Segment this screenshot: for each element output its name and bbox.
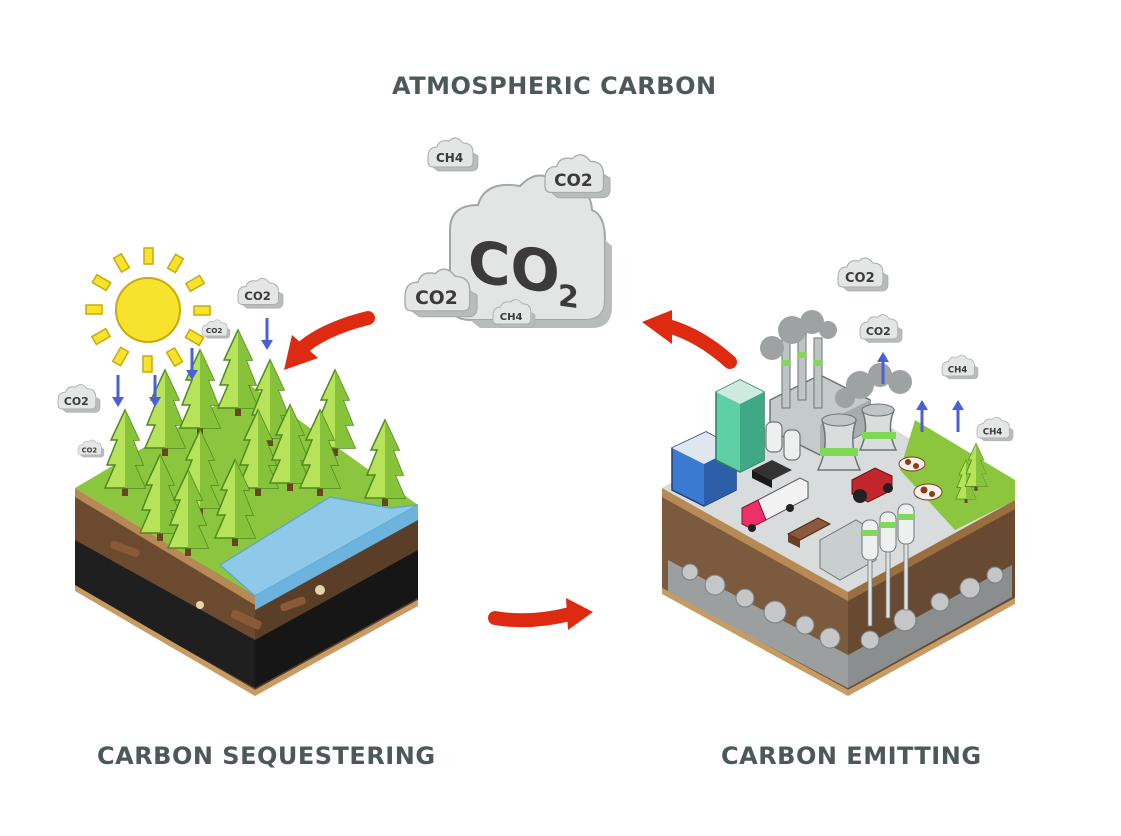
co2-cloud-icon: CO2 bbox=[837, 257, 889, 292]
carbon-sequestering-label: CARBON SEQUESTERING bbox=[97, 742, 436, 770]
svg-text:CH4: CH4 bbox=[436, 151, 463, 165]
co2-cloud-icon: CO2 bbox=[404, 268, 478, 318]
svg-text:CH4: CH4 bbox=[948, 365, 968, 375]
arrow-icon bbox=[642, 310, 737, 369]
atmospheric-clouds: CO 2 CO2 CO2 CH4 CH4 bbox=[404, 137, 612, 328]
ch4-cloud-icon: CH4 bbox=[492, 299, 536, 328]
svg-text:CO2: CO2 bbox=[82, 446, 98, 454]
up-arrow-icon bbox=[950, 398, 966, 434]
svg-text:CH4: CH4 bbox=[983, 427, 1003, 437]
cycle-arrows bbox=[284, 310, 737, 630]
truck-icon bbox=[741, 477, 809, 532]
carbon-emitting-label: CARBON EMITTING bbox=[721, 742, 982, 770]
svg-text:CO2: CO2 bbox=[244, 289, 271, 303]
svg-text:CO2: CO2 bbox=[845, 271, 875, 286]
cow-icon bbox=[898, 456, 943, 501]
tree-icon bbox=[964, 443, 988, 492]
car-icon bbox=[752, 460, 792, 488]
emitting-block: CO2 CO2 CH4 CH4 bbox=[662, 257, 1015, 696]
co2-cloud-icon: CO2 bbox=[77, 439, 105, 458]
svg-text:CO: CO bbox=[468, 227, 560, 308]
svg-text:CO2: CO2 bbox=[415, 288, 458, 309]
arrow-icon bbox=[284, 311, 375, 370]
svg-text:CO2: CO2 bbox=[206, 326, 223, 335]
down-arrow-icon bbox=[110, 373, 126, 409]
co2-cloud-icon: CO2 bbox=[544, 154, 611, 199]
atmospheric-carbon-label: ATMOSPHERIC CARBON bbox=[392, 72, 717, 100]
co2-cloud-icon: CO2 bbox=[237, 277, 284, 309]
smoke-icon bbox=[760, 310, 912, 408]
svg-text:CO2: CO2 bbox=[64, 395, 89, 408]
co2-cloud-icon: CO2 bbox=[201, 319, 231, 339]
pickup-truck-icon bbox=[786, 517, 832, 548]
tree-icon bbox=[217, 329, 259, 417]
tree-icon bbox=[144, 369, 186, 457]
svg-text:CH4: CH4 bbox=[500, 312, 523, 323]
tree-icon bbox=[364, 419, 406, 507]
tower-icon bbox=[715, 379, 765, 473]
co2-cloud-icon: CO2 bbox=[859, 314, 903, 343]
silo-icon bbox=[819, 503, 915, 627]
sun-icon bbox=[85, 247, 211, 373]
tractor-icon bbox=[851, 467, 893, 503]
svg-text:2: 2 bbox=[558, 279, 579, 317]
co2-cloud-icon: CO 2 bbox=[449, 174, 612, 328]
ch4-cloud-icon: CH4 bbox=[976, 416, 1014, 442]
svg-text:CO2: CO2 bbox=[866, 325, 891, 338]
tree-icon bbox=[104, 409, 146, 497]
arrow-icon bbox=[488, 598, 593, 630]
cooling-tower-icon bbox=[816, 403, 898, 471]
ch4-cloud-icon: CH4 bbox=[427, 137, 479, 172]
svg-text:CO2: CO2 bbox=[554, 170, 593, 190]
co2-cloud-icon: CO2 bbox=[57, 384, 101, 413]
tank-icon bbox=[765, 421, 801, 461]
down-arrow-icon bbox=[259, 316, 275, 352]
tree-icon bbox=[179, 349, 221, 437]
ch4-cloud-icon: CH4 bbox=[941, 354, 979, 380]
sequestering-block: CO2 CO2 CO2 CO2 bbox=[57, 247, 419, 696]
